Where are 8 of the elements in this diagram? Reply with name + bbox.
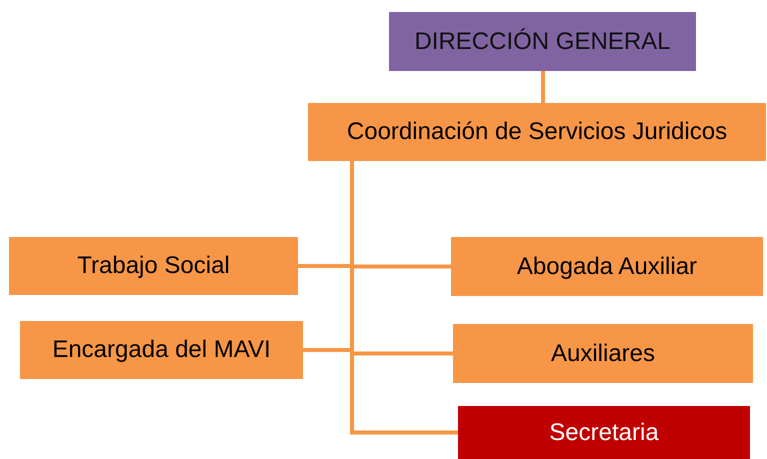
- org-box: Trabajo Social: [9, 237, 298, 295]
- org-box: DIRECCIÓN GENERAL: [389, 12, 696, 71]
- org-box: Encargada del MAVI: [20, 321, 303, 379]
- connector-line: [541, 71, 545, 103]
- org-box: Auxiliares: [453, 324, 753, 383]
- org-box: Coordinación de Servicios Juridicos: [308, 103, 766, 161]
- org-box: Secretaria: [458, 406, 750, 459]
- org-box: Abogada Auxiliar: [451, 237, 763, 296]
